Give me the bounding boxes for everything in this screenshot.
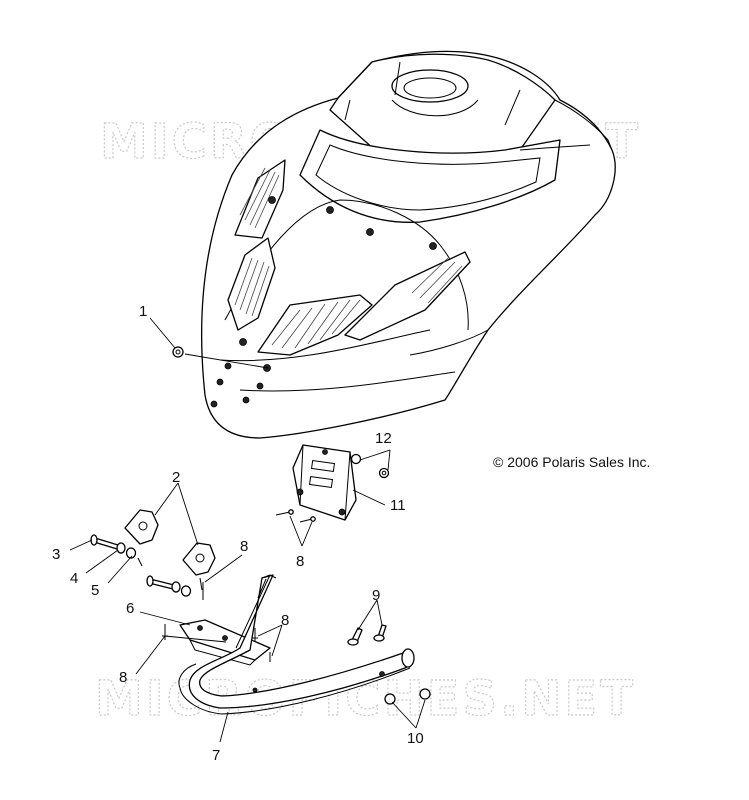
bolt-part-3 bbox=[90, 534, 175, 590]
callout-12: 12 bbox=[375, 430, 392, 447]
nut-part-10 bbox=[384, 688, 431, 705]
callout-3: 3 bbox=[52, 546, 60, 563]
callout-9: 9 bbox=[372, 587, 380, 604]
callout-1: 1 bbox=[139, 303, 147, 320]
callout-8-bracket: 8 bbox=[296, 553, 304, 570]
nut-part-12 bbox=[350, 453, 390, 479]
callout-6: 6 bbox=[126, 600, 134, 617]
bumper-part-7 bbox=[178, 574, 415, 715]
callout-4: 4 bbox=[70, 570, 78, 587]
push-nut-part-1 bbox=[172, 346, 184, 358]
copyright-notice: © 2006 Polaris Sales Inc. bbox=[493, 454, 650, 470]
callout-5: 5 bbox=[91, 582, 99, 599]
washer-nut-parts-4-5 bbox=[116, 542, 203, 597]
leader-lines bbox=[69, 317, 426, 743]
hood bbox=[201, 50, 616, 439]
callout-10: 10 bbox=[407, 730, 424, 747]
bolt-part-9 bbox=[347, 624, 387, 646]
callout-2: 2 bbox=[172, 469, 180, 486]
rivet-pair-part-8 bbox=[275, 509, 316, 523]
gauge-pod bbox=[391, 69, 469, 103]
callout-11: 11 bbox=[390, 497, 406, 514]
bracket-plate-part-2 bbox=[124, 509, 216, 576]
callout-8-upper: 8 bbox=[240, 538, 248, 555]
callout-8-left: 8 bbox=[119, 669, 127, 686]
callout-7: 7 bbox=[212, 747, 220, 764]
callout-8-right: 8 bbox=[281, 612, 289, 629]
hood-mounting-holes bbox=[210, 196, 437, 408]
rivets-part-8-lower bbox=[162, 582, 271, 662]
mount-bracket-part-11 bbox=[292, 444, 357, 521]
